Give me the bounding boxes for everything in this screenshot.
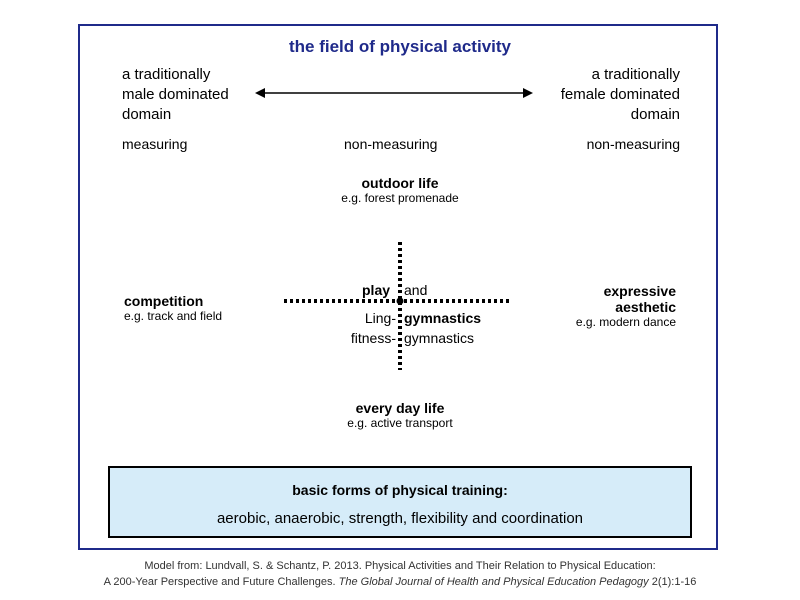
diagram-title: the field of physical activity: [288, 37, 511, 56]
ling-label: Ling-: [364, 310, 396, 326]
expressive-title-1: expressive: [603, 283, 676, 299]
quadrant-gymnastics: gymnastics gymnastics: [404, 308, 481, 348]
basic-forms-items: aerobic, anaerobic, strength, flexibilit…: [216, 510, 584, 527]
every-day-life-block: every day life e.g. active transport: [285, 400, 515, 430]
fitness-label: fitness-: [350, 330, 396, 346]
female-domain-label: a traditionally female dominated domain: [561, 65, 680, 125]
male-domain-label: a traditionally male dominated domain: [122, 65, 229, 125]
citation-volume: 2(1):1-16: [648, 576, 697, 588]
quadrant-and: and: [404, 282, 428, 298]
female-domain-line-2: female dominated: [560, 86, 680, 103]
every-day-life-example: e.g. active transport: [347, 416, 453, 430]
non-measuring-center-label: non-measuring: [344, 136, 438, 152]
measuring-label: measuring: [122, 136, 188, 152]
double-arrow-icon: [255, 88, 533, 98]
male-domain-line-2: male dominated: [122, 86, 229, 103]
expressive-title-2: aesthetic: [615, 299, 676, 315]
non-measuring-right-label: non-measuring: [586, 136, 680, 152]
quadrant-ling-fitness: Ling- fitness-: [351, 308, 396, 348]
female-domain-line-1: a traditionally: [591, 66, 680, 83]
basic-forms-box: basic forms of physical training: aerobi…: [108, 466, 692, 538]
outdoor-life-title: outdoor life: [361, 175, 439, 191]
male-domain-line-3: domain: [122, 106, 172, 123]
citation-line-1: Model from: Lundvall, S. & Schantz, P. 2…: [144, 560, 656, 572]
competition-example: e.g. track and field: [124, 309, 223, 323]
citation: Model from: Lundvall, S. & Schantz, P. 2…: [0, 558, 800, 590]
outdoor-life-block: outdoor life e.g. forest promenade: [285, 175, 515, 205]
diagram-frame: [78, 24, 718, 550]
gymnastics-label: gymnastics: [404, 330, 475, 346]
competition-block: competition e.g. track and field: [124, 293, 222, 323]
expressive-block: expressive aesthetic e.g. modern dance: [576, 283, 676, 329]
competition-title: competition: [124, 293, 204, 309]
female-domain-line-3: domain: [630, 106, 680, 123]
male-domain-line-1: a traditionally: [122, 66, 211, 83]
citation-line-2: A 200-Year Perspective and Future Challe…: [0, 574, 800, 590]
citation-journal: The Global Journal of Health and Physica…: [338, 576, 649, 588]
citation-authors-title: A 200-Year Perspective and Future Challe…: [103, 576, 339, 588]
quadrant-play: play: [362, 282, 391, 298]
every-day-life-title: every day life: [355, 400, 445, 416]
gymnastics-bold-label: gymnastics: [404, 310, 482, 326]
dotted-cross: [284, 242, 512, 370]
basic-forms-title: basic forms of physical training:: [292, 482, 508, 498]
outdoor-life-example: e.g. forest promenade: [341, 191, 459, 205]
expressive-example: e.g. modern dance: [575, 315, 676, 329]
